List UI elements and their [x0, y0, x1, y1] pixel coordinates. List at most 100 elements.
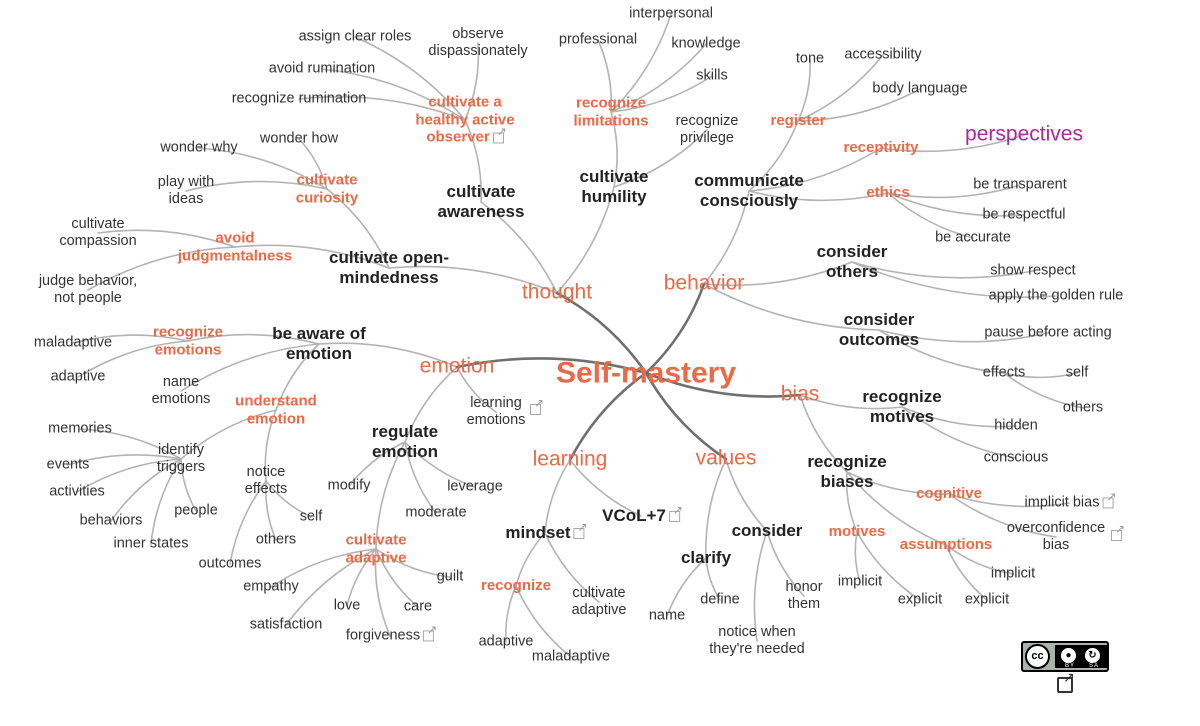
satisfaction[interactable]: satisfaction — [249, 616, 323, 633]
external-link-icon[interactable] — [492, 124, 507, 144]
tone[interactable]: tone — [795, 50, 825, 67]
modify[interactable]: modify — [327, 477, 371, 494]
care[interactable]: care — [403, 598, 433, 615]
be-transparent[interactable]: be transparent — [973, 176, 1067, 193]
ethics-node[interactable]: ethics — [866, 184, 910, 202]
adaptive-emotion[interactable]: adaptive — [50, 368, 106, 385]
motives-hidden[interactable]: hidden — [994, 417, 1038, 434]
assumptions-node[interactable]: assumptions — [899, 536, 993, 554]
values-name[interactable]: name — [648, 607, 686, 624]
cultivate-curiosity-node[interactable]: cultivate curiosity — [295, 171, 359, 206]
love[interactable]: love — [333, 597, 361, 614]
guilt[interactable]: guilt — [436, 568, 464, 585]
external-link-icon[interactable] — [1057, 669, 1075, 693]
consider-outcomes-node[interactable]: consider outcomes — [838, 309, 920, 349]
values-define[interactable]: define — [700, 591, 740, 608]
recognize-rumination[interactable]: recognize rumination — [231, 90, 367, 107]
people[interactable]: people — [174, 502, 218, 519]
apply-golden-rule[interactable]: apply the golden rule — [988, 287, 1124, 304]
skills[interactable]: skills — [696, 67, 728, 84]
judge-behavior-not-people[interactable]: judge behavior, not people — [38, 272, 138, 306]
be-accurate[interactable]: be accurate — [935, 229, 1011, 246]
maladaptive-emotion[interactable]: maladaptive — [33, 334, 113, 351]
honor-them[interactable]: honor them — [785, 578, 823, 612]
motives-conscious[interactable]: conscious — [983, 449, 1049, 466]
name-emotions[interactable]: name emotions — [151, 373, 211, 407]
register-node[interactable]: register — [770, 112, 826, 130]
interpersonal[interactable]: interpersonal — [629, 5, 713, 22]
recognize-limitations-node[interactable]: recognize limitations — [573, 94, 649, 129]
thought-node[interactable]: thought — [521, 280, 593, 304]
recognize-emotions-node[interactable]: recognize emotions — [152, 323, 224, 358]
recognize-privilege[interactable]: recognize privilege — [675, 112, 739, 146]
creative-commons-badge[interactable]: cc ● ↻ BY SA — [1021, 641, 1109, 672]
play-with-ideas[interactable]: play with ideas — [157, 173, 215, 207]
external-link-icon[interactable] — [1102, 489, 1117, 509]
external-link-icon[interactable] — [668, 503, 683, 522]
moderate[interactable]: moderate — [405, 504, 467, 521]
knowledge[interactable]: knowledge — [671, 35, 741, 52]
understand-emotion-node[interactable]: understand emotion — [235, 392, 317, 427]
bias-node[interactable]: bias — [780, 382, 820, 406]
assumptions-implicit[interactable]: implicit — [990, 565, 1036, 582]
observe-dispassionately[interactable]: observe dispassionately — [428, 25, 528, 59]
pause-before-acting[interactable]: pause before acting — [984, 324, 1112, 341]
external-link-icon[interactable] — [1111, 522, 1125, 541]
forgiveness[interactable]: forgiveness — [346, 622, 437, 644]
implicit-bias[interactable]: implicit bias — [1025, 489, 1117, 511]
assumptions-explicit[interactable]: explicit — [964, 591, 1010, 608]
cultivate-awareness-node[interactable]: cultivate awareness — [437, 181, 525, 221]
recognize-mindset-node[interactable]: recognize — [480, 577, 552, 595]
memories[interactable]: memories — [48, 420, 112, 437]
motives-bias-node[interactable]: motives — [828, 523, 886, 541]
cognitive-node[interactable]: cognitive — [916, 485, 982, 503]
notice-effects-self[interactable]: self — [299, 508, 323, 525]
motives-explicit[interactable]: explicit — [897, 591, 943, 608]
empathy[interactable]: empathy — [243, 578, 299, 595]
perspectives-link[interactable]: perspectives — [965, 122, 1083, 146]
communicate-consciously-node[interactable]: communicate consciously — [694, 170, 804, 210]
wonder-why[interactable]: wonder why — [160, 139, 238, 156]
cultivate-observer-node[interactable]: cultivate a healthy active observer — [405, 93, 525, 146]
external-link-icon[interactable] — [423, 622, 437, 642]
effects-self[interactable]: self — [1065, 364, 1089, 381]
external-link-icon[interactable] — [530, 396, 544, 415]
center-node[interactable]: Self-mastery — [555, 356, 737, 390]
mindset-node[interactable]: mindset — [505, 520, 587, 543]
notice-effects-others[interactable]: others — [255, 531, 297, 548]
cultivate-compassion[interactable]: cultivate compassion — [59, 215, 137, 249]
behaviors[interactable]: behaviors — [79, 512, 143, 529]
professional[interactable]: professional — [558, 31, 638, 48]
mindset-adaptive[interactable]: adaptive — [478, 633, 534, 650]
consider-others-node[interactable]: consider others — [816, 241, 888, 281]
overconfidence-bias[interactable]: overconfidence bias — [1006, 519, 1106, 553]
events[interactable]: events — [46, 456, 90, 473]
cultivate-humility-node[interactable]: cultivate humility — [579, 166, 649, 206]
notice-effects-outcomes[interactable]: outcomes — [198, 555, 262, 572]
learning-node[interactable]: learning — [532, 447, 608, 471]
leverage[interactable]: leverage — [447, 478, 503, 495]
effects[interactable]: effects — [982, 364, 1026, 381]
notice-when-needed[interactable]: notice when they're needed — [709, 623, 805, 657]
identify-triggers[interactable]: identify triggers — [156, 441, 206, 475]
recognize-biases-node[interactable]: recognize biases — [807, 451, 887, 491]
cultivate-open-mindedness-node[interactable]: cultivate open-mindedness — [329, 247, 449, 287]
wonder-how[interactable]: wonder how — [259, 130, 339, 147]
avoid-judgmentalness-node[interactable]: avoid judgmentalness — [177, 229, 293, 264]
emotion-node[interactable]: emotion — [419, 354, 495, 378]
receptivity-node[interactable]: receptivity — [843, 139, 919, 157]
learning-emotions-node[interactable]: learning emotions — [459, 395, 534, 429]
effects-others[interactable]: others — [1062, 399, 1104, 416]
clarify-node[interactable]: clarify — [680, 547, 732, 567]
activities[interactable]: activities — [49, 483, 105, 500]
cultivate-adaptive-emotion-node[interactable]: cultivate adaptive — [345, 531, 407, 566]
inner-states[interactable]: inner states — [113, 535, 189, 552]
vcol-node[interactable]: VCoL+7 — [602, 503, 683, 526]
values-node[interactable]: values — [695, 446, 757, 470]
show-respect[interactable]: show respect — [990, 262, 1076, 279]
be-aware-of-emotion-node[interactable]: be aware of emotion — [272, 323, 366, 363]
consider-values-node[interactable]: consider — [731, 520, 803, 540]
mindset-cultivate-adaptive[interactable]: cultivate adaptive — [571, 584, 627, 618]
behavior-node[interactable]: behavior — [663, 271, 745, 295]
regulate-emotion-node[interactable]: regulate emotion — [371, 421, 439, 461]
